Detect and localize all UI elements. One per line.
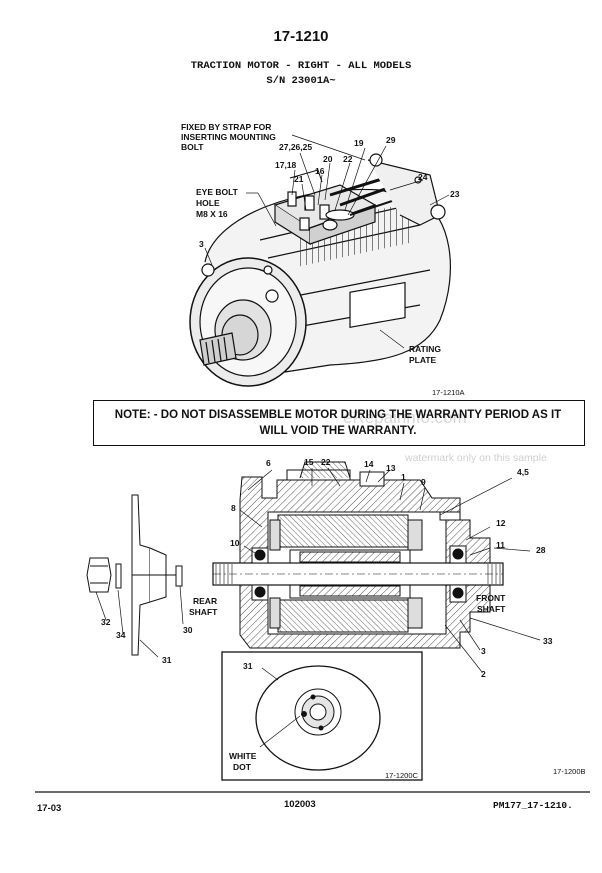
- label-rating-plate-1: RATING: [409, 344, 441, 354]
- callout-10: 10: [230, 538, 240, 548]
- callout-11: 11: [496, 540, 505, 550]
- callout-3-section: 3: [481, 646, 486, 656]
- label-front-shaft-1: FRONT: [476, 593, 506, 603]
- label-eye-bolt-3: M8 X 16: [196, 209, 228, 219]
- callout-4-5: 4,5: [517, 467, 529, 477]
- label-white-dot-2: DOT: [233, 762, 251, 772]
- callout-21: 21: [294, 174, 304, 184]
- callout-3-top: 3: [199, 239, 204, 249]
- figure-id-section: 17-1200B: [553, 767, 586, 776]
- callout-31-inset: 31: [243, 661, 253, 671]
- label-rear-shaft-2: SHAFT: [189, 607, 218, 617]
- serial-number: S/N 23001A~: [266, 75, 336, 87]
- callout-9: 9: [421, 477, 426, 487]
- label-white-dot-1: WHITE: [229, 751, 257, 761]
- label-rating-plate-2: PLATE: [409, 355, 437, 365]
- watermark-sub: watermark only on this sample: [405, 452, 547, 464]
- callout-30: 30: [183, 625, 193, 635]
- figure-id-inset: 17-1200C: [385, 771, 418, 780]
- rear-shaft-parts: [86, 494, 183, 656]
- footer-date-code: 102003: [284, 799, 316, 810]
- callout-28: 28: [536, 545, 546, 555]
- callout-19: 19: [354, 138, 364, 148]
- footer-section-number: 17-03: [37, 803, 62, 814]
- callout-31: 31: [162, 655, 172, 665]
- callout-24: 24: [418, 172, 428, 182]
- label-fixed-strap-3: BOLT: [181, 142, 204, 152]
- callout-12: 12: [496, 518, 506, 528]
- warranty-note-line-2: WILL VOID THE WARRANTY.: [259, 425, 417, 437]
- callout-33: 33: [543, 636, 553, 646]
- callout-22: 22: [343, 154, 353, 164]
- warranty-note-box: [93, 400, 585, 446]
- leader-lines-section: [95, 467, 541, 673]
- footer-document-id: PM177_17-1210.: [493, 800, 573, 811]
- label-rear-shaft-1: REAR: [193, 596, 218, 606]
- callout-23: 23: [450, 189, 460, 199]
- label-eye-bolt-1: EYE BOLT: [196, 187, 238, 197]
- callout-13: 13: [386, 463, 396, 473]
- callout-1: 1: [401, 472, 406, 482]
- leader-lines-top: [204, 134, 450, 349]
- callout-29: 29: [386, 135, 396, 145]
- label-eye-bolt-2: HOLE: [196, 198, 220, 208]
- callout-14: 14: [364, 459, 374, 469]
- callout-34: 34: [116, 630, 126, 640]
- callout-32: 32: [101, 617, 111, 627]
- callout-17-18: 17,18: [275, 160, 297, 170]
- callout-8: 8: [231, 503, 236, 513]
- inset-disc-view: [221, 651, 423, 781]
- motor-cross-section: [212, 461, 504, 649]
- figure-id-top: 17-1210A: [432, 388, 465, 397]
- callout-20: 20: [323, 154, 333, 164]
- label-fixed-strap-2: INSERTING MOUNTING: [181, 132, 276, 142]
- callout-2: 2: [481, 669, 486, 679]
- callout-22-section: 22: [321, 457, 331, 467]
- callout-15: 15: [304, 457, 314, 467]
- callout-6: 6: [266, 458, 271, 468]
- label-fixed-strap-1: FIXED BY STRAP FOR: [181, 122, 272, 132]
- motor-isometric-view: [189, 153, 451, 387]
- watermark-main: eRepairinfo.com: [343, 408, 467, 427]
- callout-16: 16: [315, 166, 325, 176]
- warranty-note-line-1: NOTE: - DO NOT DISASSEMBLE MOTOR DURING …: [114, 409, 562, 421]
- label-front-shaft-2: SHAFT: [477, 604, 506, 614]
- page-title: TRACTION MOTOR - RIGHT - ALL MODELS: [190, 60, 412, 72]
- callout-27-26-25: 27,26,25: [279, 142, 313, 152]
- page-number: 17-1210: [273, 28, 329, 45]
